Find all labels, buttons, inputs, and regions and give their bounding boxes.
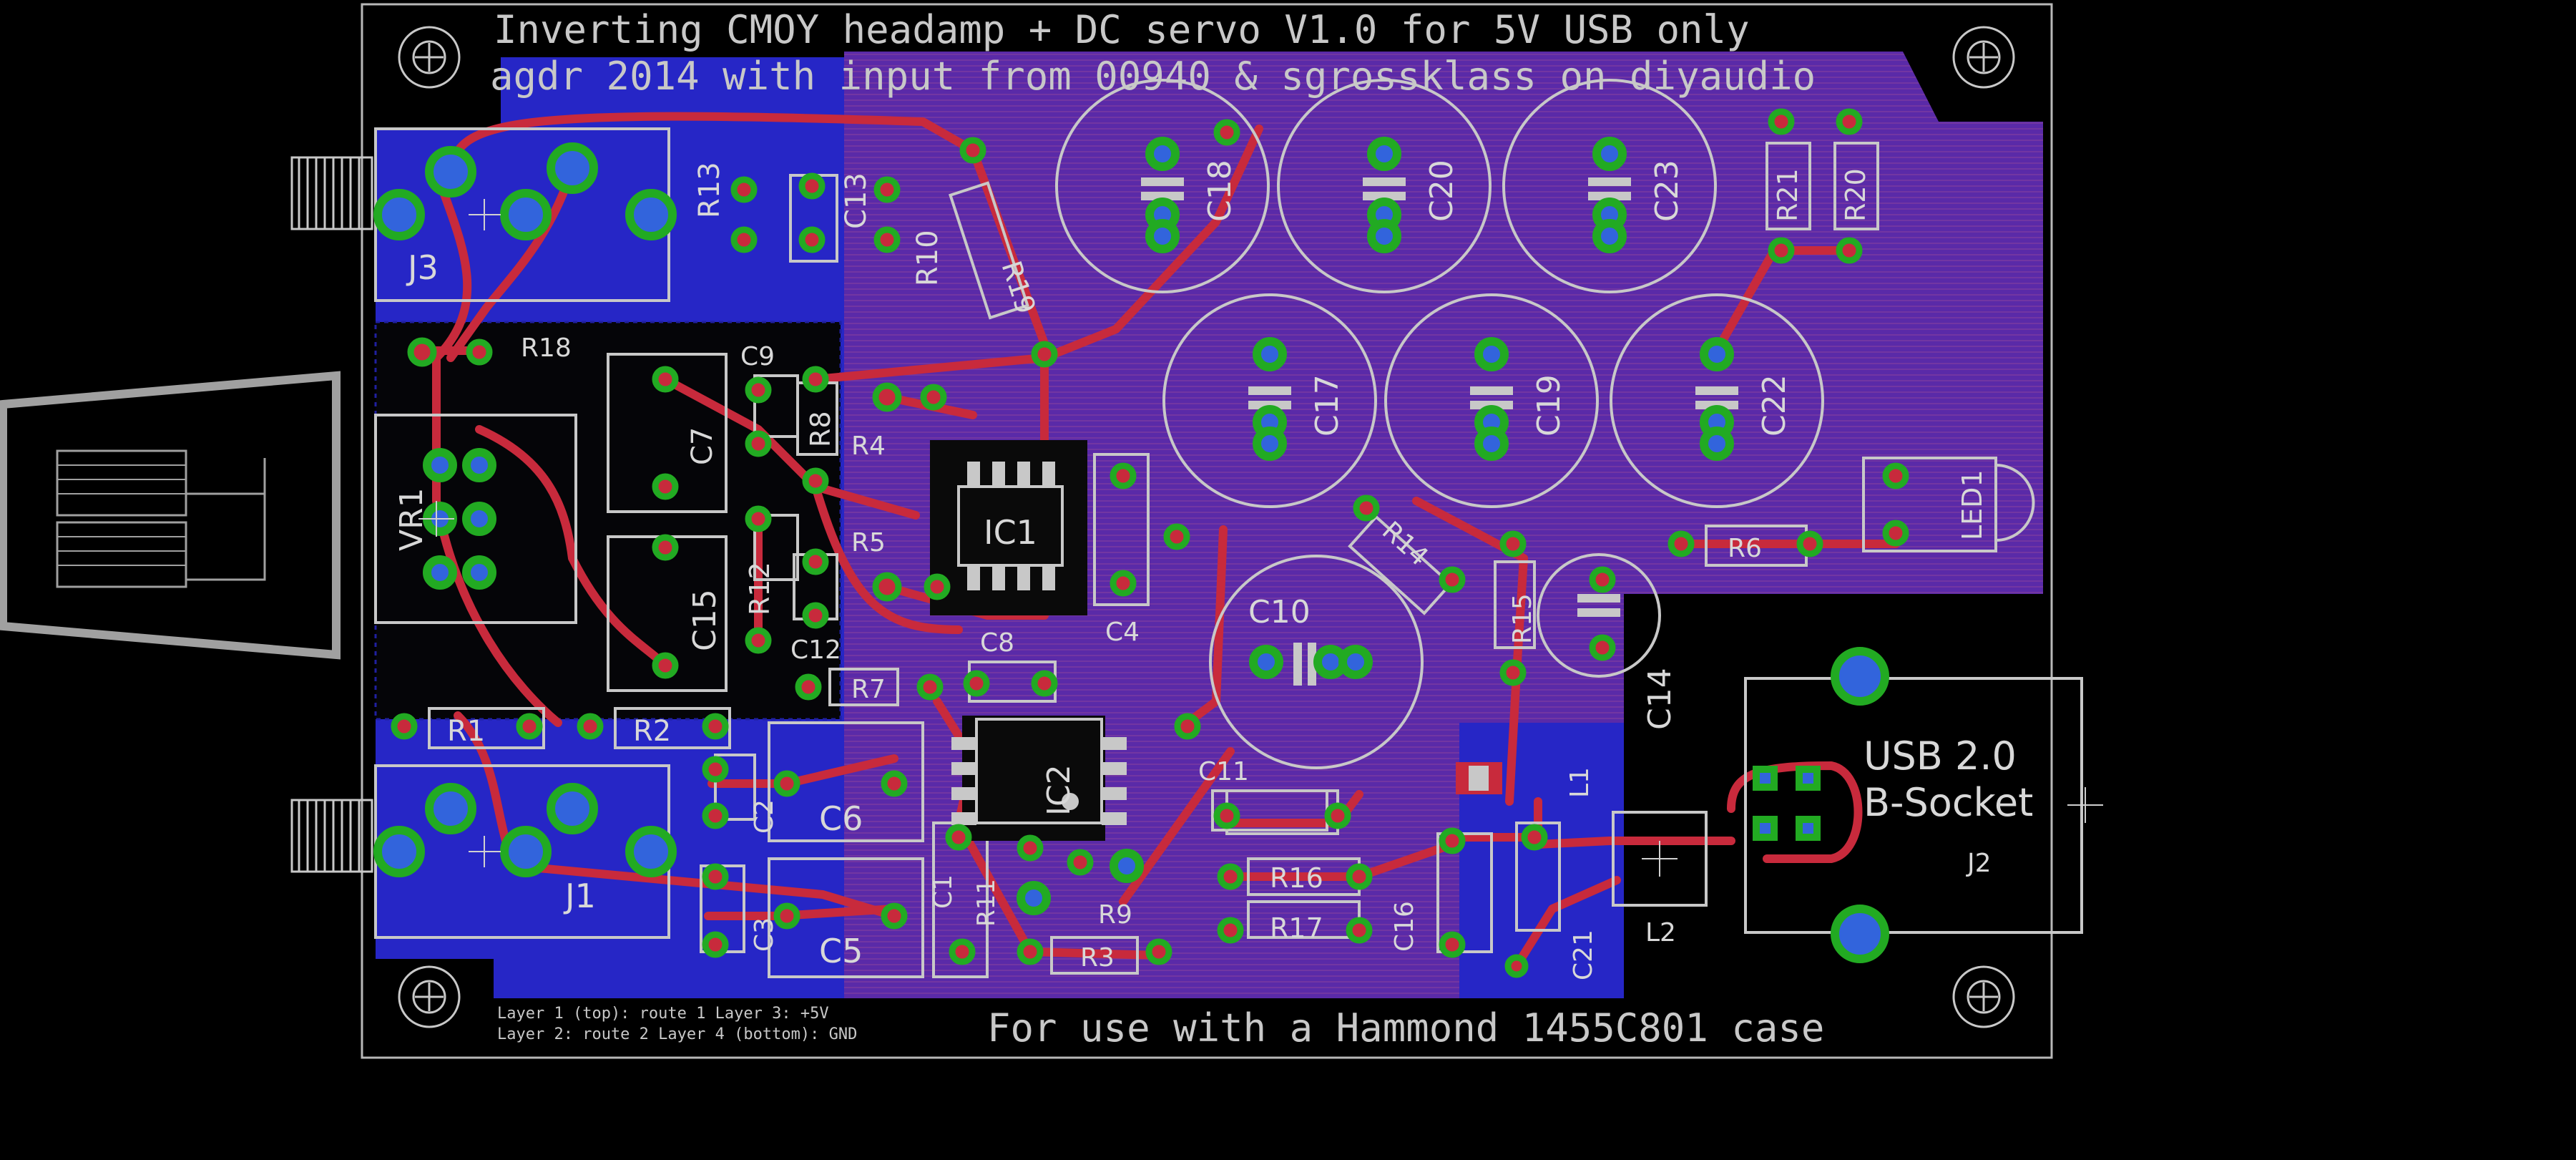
label-r12: R12: [744, 562, 775, 615]
ic-bodies: [930, 440, 1502, 841]
label-c7: C7: [686, 427, 719, 465]
label-c19: C19: [1531, 374, 1567, 437]
label-c23: C23: [1649, 160, 1685, 222]
usb-label-1: USB 2.0: [1864, 733, 2017, 779]
label-c22: C22: [1756, 374, 1793, 437]
label-r16: R16: [1270, 862, 1323, 894]
label-r5: R5: [851, 528, 886, 557]
volume-pot-body: [0, 371, 341, 660]
label-r8: R8: [805, 411, 836, 447]
label-c14: C14: [1642, 668, 1678, 730]
mounting-hole-top-right: [1952, 26, 2015, 89]
label-j1: J1: [563, 877, 596, 915]
label-r1: R1: [447, 715, 485, 748]
label-c12: C12: [790, 635, 841, 665]
label-r11: R11: [972, 879, 1001, 927]
label-r20: R20: [1840, 168, 1871, 222]
mounting-hole-bottom-right: [1952, 965, 2015, 1028]
label-led1: LED1: [1957, 469, 1988, 540]
capacitor-polarity-bars: [1141, 177, 1738, 686]
label-r3: R3: [1080, 943, 1115, 973]
label-c8: C8: [980, 628, 1014, 658]
label-c5: C5: [819, 932, 863, 970]
label-ic2: IC2: [1041, 764, 1077, 816]
board-title-line-1: Inverting CMOY headamp + DC servo V1.0 f…: [494, 7, 1750, 52]
label-c15: C15: [687, 589, 723, 651]
component-pads: [391, 108, 1909, 978]
label-c2: C2: [750, 799, 779, 834]
board-footer: For use with a Hammond 1455C801 case: [987, 1005, 1824, 1051]
label-c6: C6: [819, 799, 863, 838]
label-r4: R4: [851, 432, 886, 461]
label-r7: R7: [851, 675, 886, 704]
label-j2: J2: [1966, 849, 1992, 878]
label-c17: C17: [1309, 374, 1346, 437]
vr1-outline: [374, 414, 577, 624]
label-c16: C16: [1390, 901, 1419, 952]
smd-pads: [951, 462, 1127, 825]
label-c13: C13: [840, 172, 873, 229]
label-r21: R21: [1772, 168, 1803, 222]
mounting-holes: [398, 26, 2015, 1028]
label-r13: R13: [693, 162, 726, 218]
layer-note-1: Layer 1 (top): route 1 Layer 3: +5V: [497, 1005, 829, 1023]
through-hole-pads: [373, 137, 1889, 963]
label-c10: C10: [1248, 594, 1311, 630]
label-r2: R2: [633, 715, 671, 748]
label-r9: R9: [1098, 900, 1132, 930]
label-c21: C21: [1569, 930, 1598, 980]
headphone-jack-barrels: [290, 156, 373, 873]
label-r10: R10: [911, 230, 944, 286]
label-l2: L2: [1645, 918, 1676, 947]
mounting-hole-top-left: [398, 26, 461, 89]
label-c20: C20: [1424, 160, 1460, 222]
layer-note-2: Layer 2: route 2 Layer 4 (bottom): GND: [497, 1025, 857, 1043]
label-r18: R18: [521, 333, 572, 363]
label-r15: R15: [1508, 593, 1537, 644]
label-ic1: IC1: [984, 513, 1037, 552]
label-l1: L1: [1565, 767, 1595, 798]
label-c18: C18: [1202, 160, 1238, 222]
label-c3: C3: [750, 917, 779, 952]
label-c4: C4: [1105, 618, 1140, 647]
usb-socket-drills: [1760, 773, 1813, 834]
board-title-line-2: agdr 2014 with input from 00940 & sgross…: [490, 54, 1816, 99]
label-c1: C1: [929, 874, 958, 909]
usb-socket-pads: [1753, 766, 1821, 841]
signal-copper-plane: [844, 52, 2043, 998]
label-j3: J3: [406, 248, 439, 287]
label-r17: R17: [1270, 912, 1323, 944]
label-c11: C11: [1198, 757, 1249, 786]
label-c9: C9: [740, 342, 775, 371]
label-r6: R6: [1728, 534, 1762, 563]
usb-label-2: B-Socket: [1864, 780, 2033, 825]
origin-crosshairs: [418, 199, 2103, 877]
mounting-hole-bottom-left: [398, 965, 461, 1028]
